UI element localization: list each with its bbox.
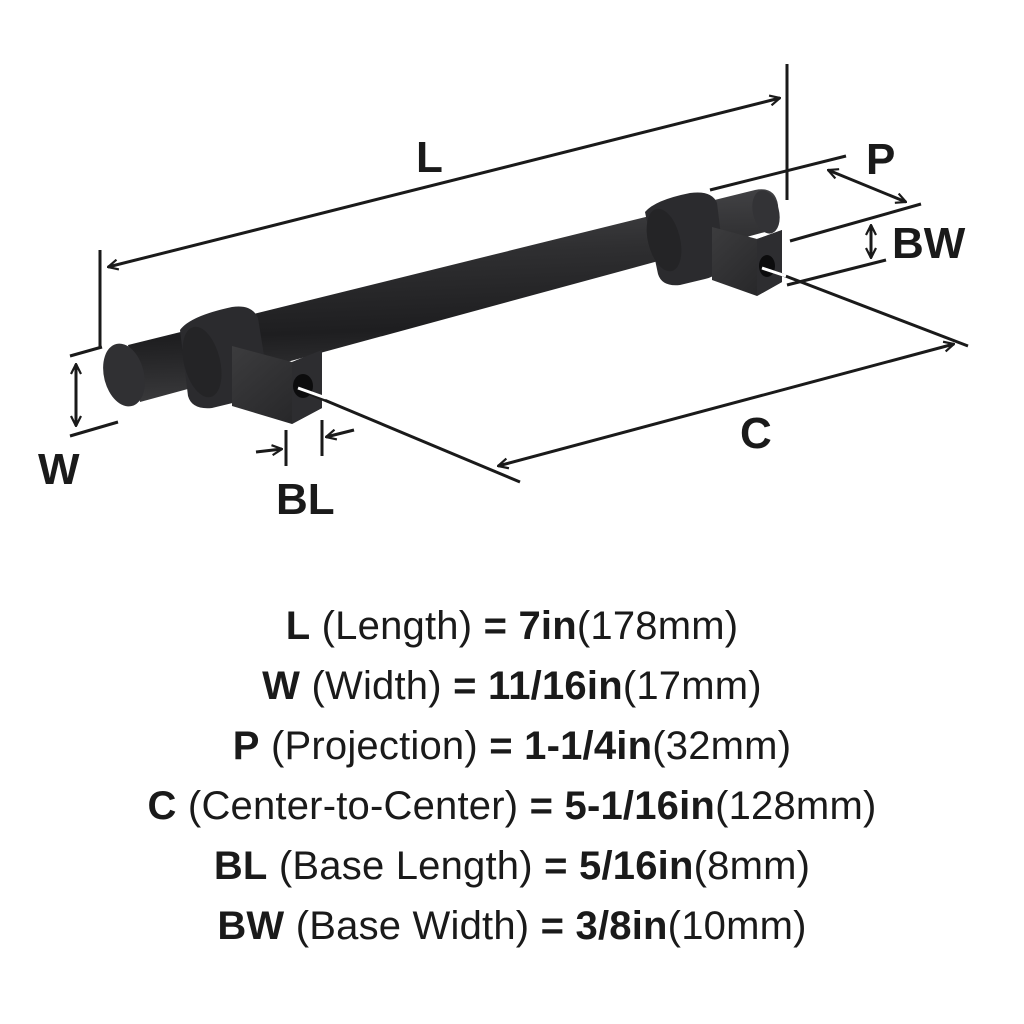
spec-value: 5/16in bbox=[579, 844, 694, 888]
spec-center-to-center: C (Center-to-Center) = 5-1/16in(128mm) bbox=[0, 776, 1024, 836]
w-extension-top bbox=[69, 345, 103, 358]
spec-metric: (178mm) bbox=[576, 604, 739, 648]
label-bl: BL bbox=[276, 475, 335, 524]
l-dimension-arrow bbox=[108, 98, 780, 267]
c-extension-left bbox=[309, 392, 521, 484]
c-dimension-arrow bbox=[498, 344, 954, 466]
spec-eq: = bbox=[529, 784, 554, 828]
spec-metric: (128mm) bbox=[715, 784, 877, 828]
bw-extension-bottom bbox=[786, 258, 887, 287]
spec-eq: = bbox=[489, 724, 513, 768]
spec-eq: = bbox=[540, 904, 565, 948]
spec-width: W (Width) = 11/16in(17mm) bbox=[0, 656, 1024, 716]
bl-arrow-left bbox=[255, 449, 282, 452]
bl-arrow-right bbox=[326, 428, 355, 437]
p-dimension-arrow bbox=[828, 170, 906, 202]
w-extension-bottom bbox=[69, 420, 119, 438]
label-p: P bbox=[866, 135, 895, 184]
spec-metric: (17mm) bbox=[622, 664, 762, 708]
spec-metric: (32mm) bbox=[652, 724, 792, 768]
spec-base-width: BW (Base Width) = 3/8in(10mm) bbox=[0, 896, 1024, 956]
spec-key: BL bbox=[213, 844, 268, 888]
spec-eq: = bbox=[544, 844, 568, 888]
spec-metric: (10mm) bbox=[667, 904, 807, 948]
spec-key: L bbox=[285, 604, 311, 648]
right-screw-hole bbox=[759, 255, 775, 277]
spec-base-length: BL (Base Length) = 5/16in(8mm) bbox=[0, 836, 1024, 896]
spec-projection: P (Projection) = 1-1/4in(32mm) bbox=[0, 716, 1024, 776]
label-l: L bbox=[416, 133, 443, 182]
spec-desc: (Base Width) bbox=[295, 904, 530, 948]
spec-value: 11/16in bbox=[487, 664, 623, 708]
spec-desc: (Width) bbox=[311, 664, 442, 708]
left-hole-pointer bbox=[297, 386, 327, 400]
c-extension-right bbox=[774, 270, 969, 348]
spec-length: L (Length) = 7in(178mm) bbox=[0, 596, 1024, 656]
cabinet-pull-product bbox=[103, 189, 782, 424]
spec-key: BW bbox=[217, 904, 285, 948]
spec-desc: (Center-to-Center) bbox=[187, 784, 519, 828]
right-hole-pointer bbox=[761, 266, 787, 278]
dimension-lines bbox=[69, 64, 969, 484]
spec-value: 7in bbox=[518, 604, 577, 648]
specifications-list: L (Length) = 7in(178mm) W (Width) = 11/1… bbox=[0, 596, 1024, 956]
label-bw: BW bbox=[892, 219, 966, 268]
spec-value: 1-1/4in bbox=[524, 724, 653, 768]
label-w: W bbox=[38, 445, 80, 494]
spec-eq: = bbox=[483, 604, 508, 648]
spec-key: C bbox=[147, 784, 177, 828]
spec-desc: (Length) bbox=[321, 604, 473, 648]
label-c: C bbox=[740, 409, 772, 458]
spec-desc: (Projection) bbox=[270, 724, 478, 768]
dimension-drawing: L W BL C P BW bbox=[38, 64, 969, 524]
spec-metric: (8mm) bbox=[693, 844, 811, 888]
spec-value: 3/8in bbox=[575, 904, 668, 948]
p-extension-bottom bbox=[789, 202, 922, 243]
spec-value: 5-1/16in bbox=[564, 784, 716, 828]
spec-desc: (Base Length) bbox=[278, 844, 533, 888]
spec-key: W bbox=[262, 664, 301, 708]
spec-key: P bbox=[232, 724, 260, 768]
left-end-cap bbox=[103, 343, 145, 407]
p-extension-top bbox=[709, 154, 847, 192]
spec-eq: = bbox=[453, 664, 477, 708]
